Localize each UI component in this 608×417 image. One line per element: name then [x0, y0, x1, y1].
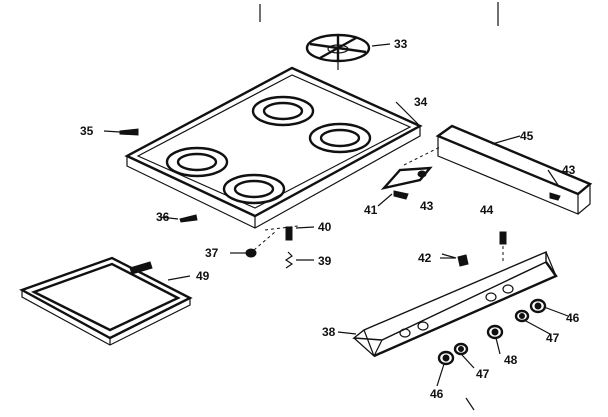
screw-40: [285, 226, 315, 241]
alignment-line: [264, 225, 299, 231]
burner-grate: [305, 33, 371, 70]
screw-43-lower: [393, 190, 409, 200]
callout-42: 42: [418, 251, 432, 265]
screw-36: [179, 214, 198, 223]
callout-43-upper: 43: [562, 163, 576, 177]
bottom-mark: [465, 397, 475, 411]
bracket-clip: [380, 166, 433, 190]
nut-37: [245, 231, 276, 258]
callout-46-right: 46: [566, 311, 580, 325]
callout-35: 35: [80, 124, 94, 138]
knob-47: [453, 342, 469, 356]
screw-43-upper: [549, 192, 561, 201]
callout-40: 40: [318, 220, 332, 234]
callout-37: 37: [205, 246, 219, 260]
leader-lines: [159, 43, 569, 387]
callout-48: 48: [504, 353, 518, 367]
callout-49: 49: [196, 269, 210, 283]
control-panel: [352, 250, 558, 358]
callout-38: 38: [322, 325, 336, 339]
screw-44: [499, 231, 507, 262]
screw-35: [103, 128, 139, 136]
clip-42: [441, 253, 469, 267]
callout-45: 45: [520, 129, 534, 143]
drip-frame: [19, 256, 193, 346]
callout-36: 36: [156, 210, 170, 224]
callout-34: 34: [414, 95, 428, 109]
callout-47-right: 47: [546, 331, 560, 345]
cooktop: [124, 66, 423, 229]
rear-bracket: [403, 124, 593, 215]
knob-47-right: [514, 309, 530, 323]
callout-43-lower: 43: [420, 199, 434, 213]
callout-39: 39: [318, 254, 332, 268]
callout-44: 44: [480, 203, 494, 217]
callout-47-lower: 47: [476, 367, 490, 381]
callout-46-lower: 46: [430, 387, 444, 401]
callout-33: 33: [394, 37, 408, 51]
callout-41: 41: [364, 203, 378, 217]
knob-46: [437, 350, 455, 366]
spring-39: [284, 251, 314, 269]
knob-48: [486, 324, 504, 340]
knob-46-right: [529, 298, 547, 314]
